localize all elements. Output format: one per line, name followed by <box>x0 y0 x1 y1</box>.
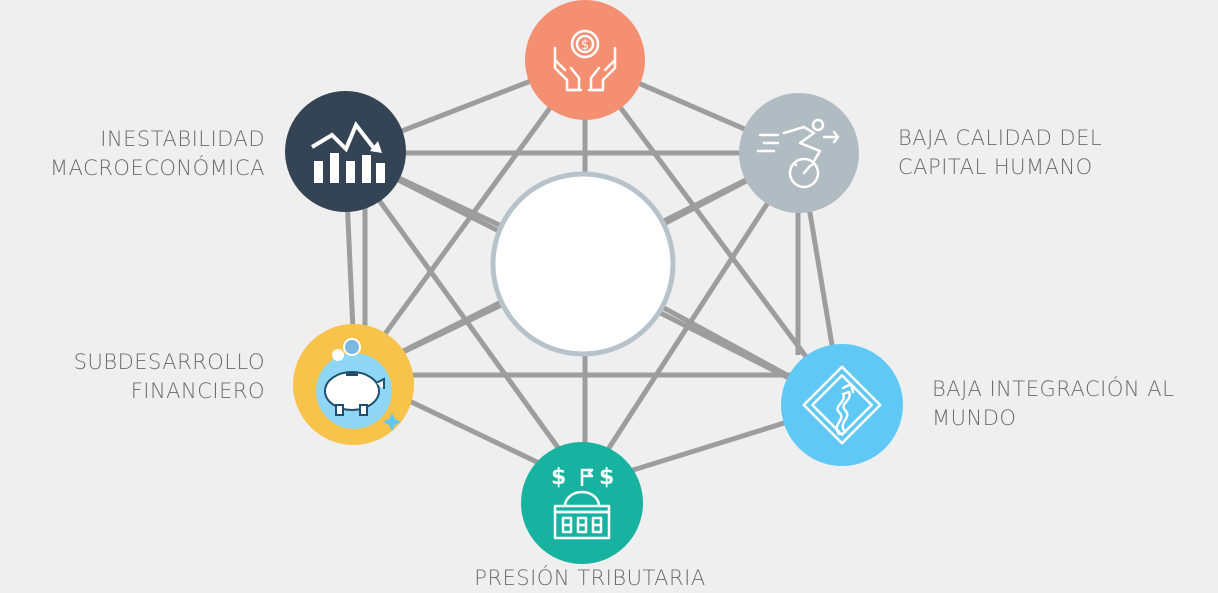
inestabilidad-line-1: INESTABILIDAD <box>100 127 265 151</box>
runner-speedometer-icon <box>756 118 840 189</box>
hands-coin-node: $ <box>525 0 645 120</box>
capital-line-2: CAPITAL HUMANO <box>898 155 1093 179</box>
declining-chart-icon <box>310 120 385 183</box>
subdesarrollo-line-2: FINANCIERO <box>130 379 265 403</box>
subdesarrollo-node <box>293 324 414 445</box>
integracion-line-1: BAJA INTEGRACIÓN AL <box>932 377 1175 401</box>
subdesarrollo-label: SUBDESARROLLO FINANCIERO <box>74 348 265 406</box>
hands-coin-icon: $ <box>553 29 617 92</box>
piggy-bank-icon <box>315 337 401 431</box>
svg-text:$: $ <box>599 465 614 490</box>
presion-label: PRESIÓN TRIBUTARIA <box>430 564 750 593</box>
inestabilidad-line-2: MACROECONÓMICA <box>50 156 265 180</box>
presion-node: $ $ <box>521 442 643 564</box>
integracion-node <box>781 344 903 466</box>
government-building-icon: $ $ <box>551 465 614 540</box>
svg-text:$: $ <box>581 38 589 53</box>
inestabilidad-label: INESTABILIDAD MACROECONÓMICA <box>50 125 265 183</box>
presion-line-1: PRESIÓN TRIBUTARIA <box>474 566 706 590</box>
inestabilidad-node <box>285 91 406 212</box>
svg-text:$: $ <box>551 465 566 490</box>
subdesarrollo-line-1: SUBDESARROLLO <box>73 350 265 374</box>
integracion-label: BAJA INTEGRACIÓN AL MUNDO <box>932 375 1174 433</box>
road-sign-icon <box>802 365 882 445</box>
capital-humano-label: BAJA CALIDAD DEL CAPITAL HUMANO <box>898 124 1102 182</box>
center-circle <box>490 171 676 357</box>
capital-line-1: BAJA CALIDAD DEL <box>898 126 1103 150</box>
integracion-line-2: MUNDO <box>932 406 1017 430</box>
capital-humano-node <box>739 93 859 213</box>
